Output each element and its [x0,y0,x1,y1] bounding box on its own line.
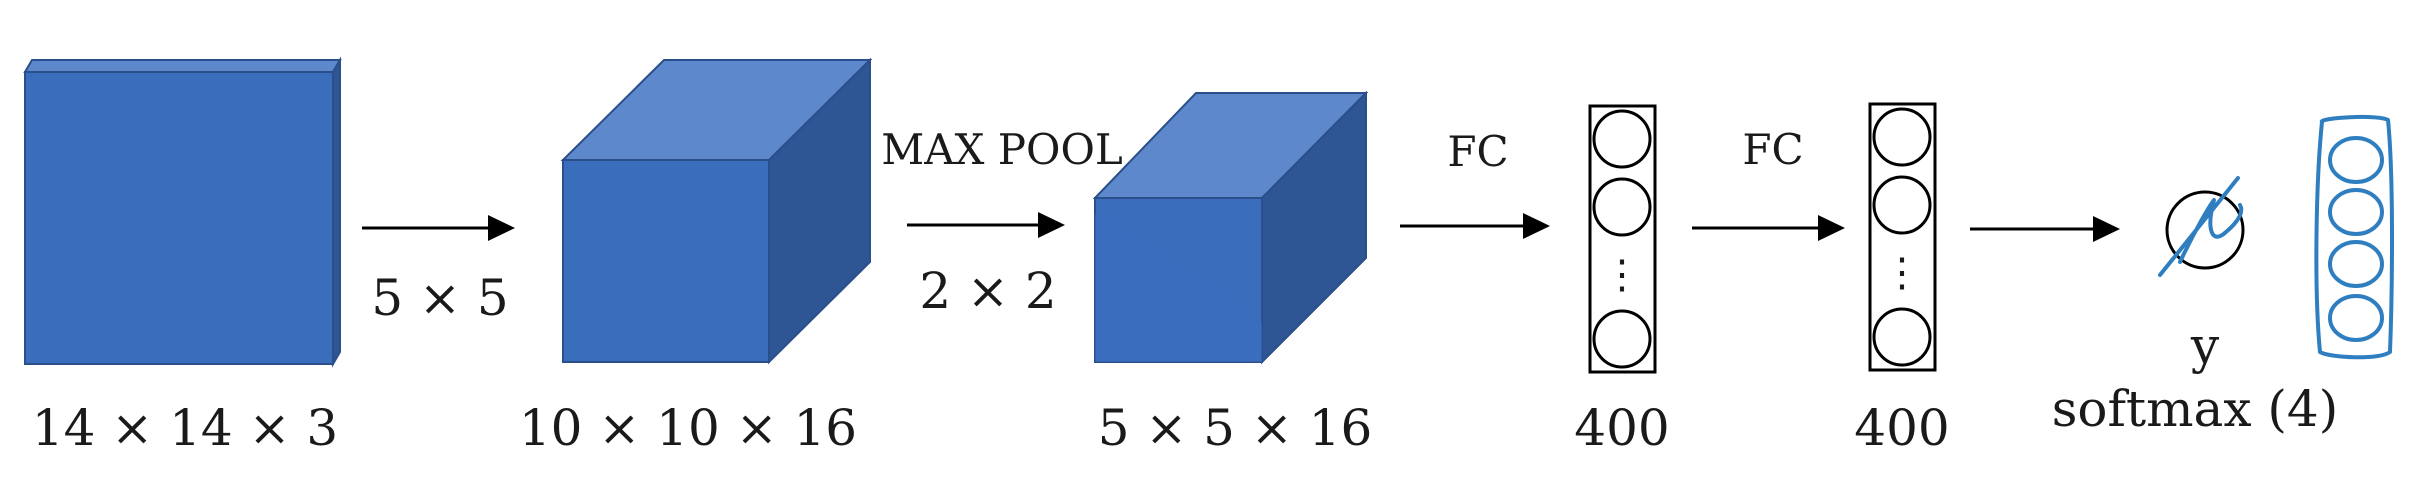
fc-layer-2-unit [1872,175,1932,235]
handwritten-unit [2328,188,2384,236]
pool-op-label: MAX POOL [881,125,1123,174]
conv-filter-label: 5 × 5 [371,269,508,327]
input-volume-side [332,56,341,368]
fc-layer-1-ellipsis: ⋮ [1602,252,1642,298]
fc-op-label-2: FC [1742,125,1803,174]
fc-layer-2-unit [1872,107,1932,167]
input-volume-front [24,71,334,365]
fc-layer-1-unit [1592,309,1652,369]
input-volume [23,56,342,368]
input-volume-top [23,59,342,73]
handwritten-output-vector [2314,114,2394,360]
arrow-pool-head [1038,212,1065,238]
fc-layer-1-unit [1592,109,1652,169]
handwritten-scribble [2158,176,2244,277]
fc-layer-2-ellipsis: ⋮ [1882,250,1922,296]
arrow-fc-1-head [1523,213,1550,239]
conv-dims-label: 10 × 10 × 16 [519,399,857,457]
output-node-circle [2165,190,2245,270]
fc-layer-1-size-label: 400 [1574,399,1669,457]
conv-volume [560,57,873,365]
pool-volume [1092,90,1369,365]
fc-layer-2-unit [1872,307,1932,367]
pool-dims-label: 5 × 5 × 16 [1098,399,1373,457]
arrow-conv-head [488,215,515,241]
pool-size-label: 2 × 2 [919,262,1056,320]
conv-volume-front [562,159,770,363]
handwritten-vector-box [2314,114,2394,360]
output-node-crossed-out [2158,176,2245,277]
fc-layer-1: ⋮ [1588,104,1657,374]
fc-layer-2-size-label: 400 [1854,399,1949,457]
output-symbol: y [2190,317,2220,375]
handwritten-unit [2328,136,2384,184]
handwritten-unit [2328,240,2384,288]
fc-layer-1-unit [1592,177,1652,237]
fc-layer-2-frame [1868,102,1937,372]
arrow-fc-2-head [1818,215,1845,241]
pool-volume-front-shade [1095,214,1262,362]
handwritten-unit [2328,294,2384,342]
fc-op-label-1: FC [1447,127,1508,176]
fc-layer-1-frame [1588,104,1657,374]
fc-layer-2: ⋮ [1868,102,1937,372]
softmax-label: softmax (4) [2052,380,2339,438]
arrow-output-head [2093,216,2120,242]
input-dims-label: 14 × 14 × 3 [32,399,338,457]
